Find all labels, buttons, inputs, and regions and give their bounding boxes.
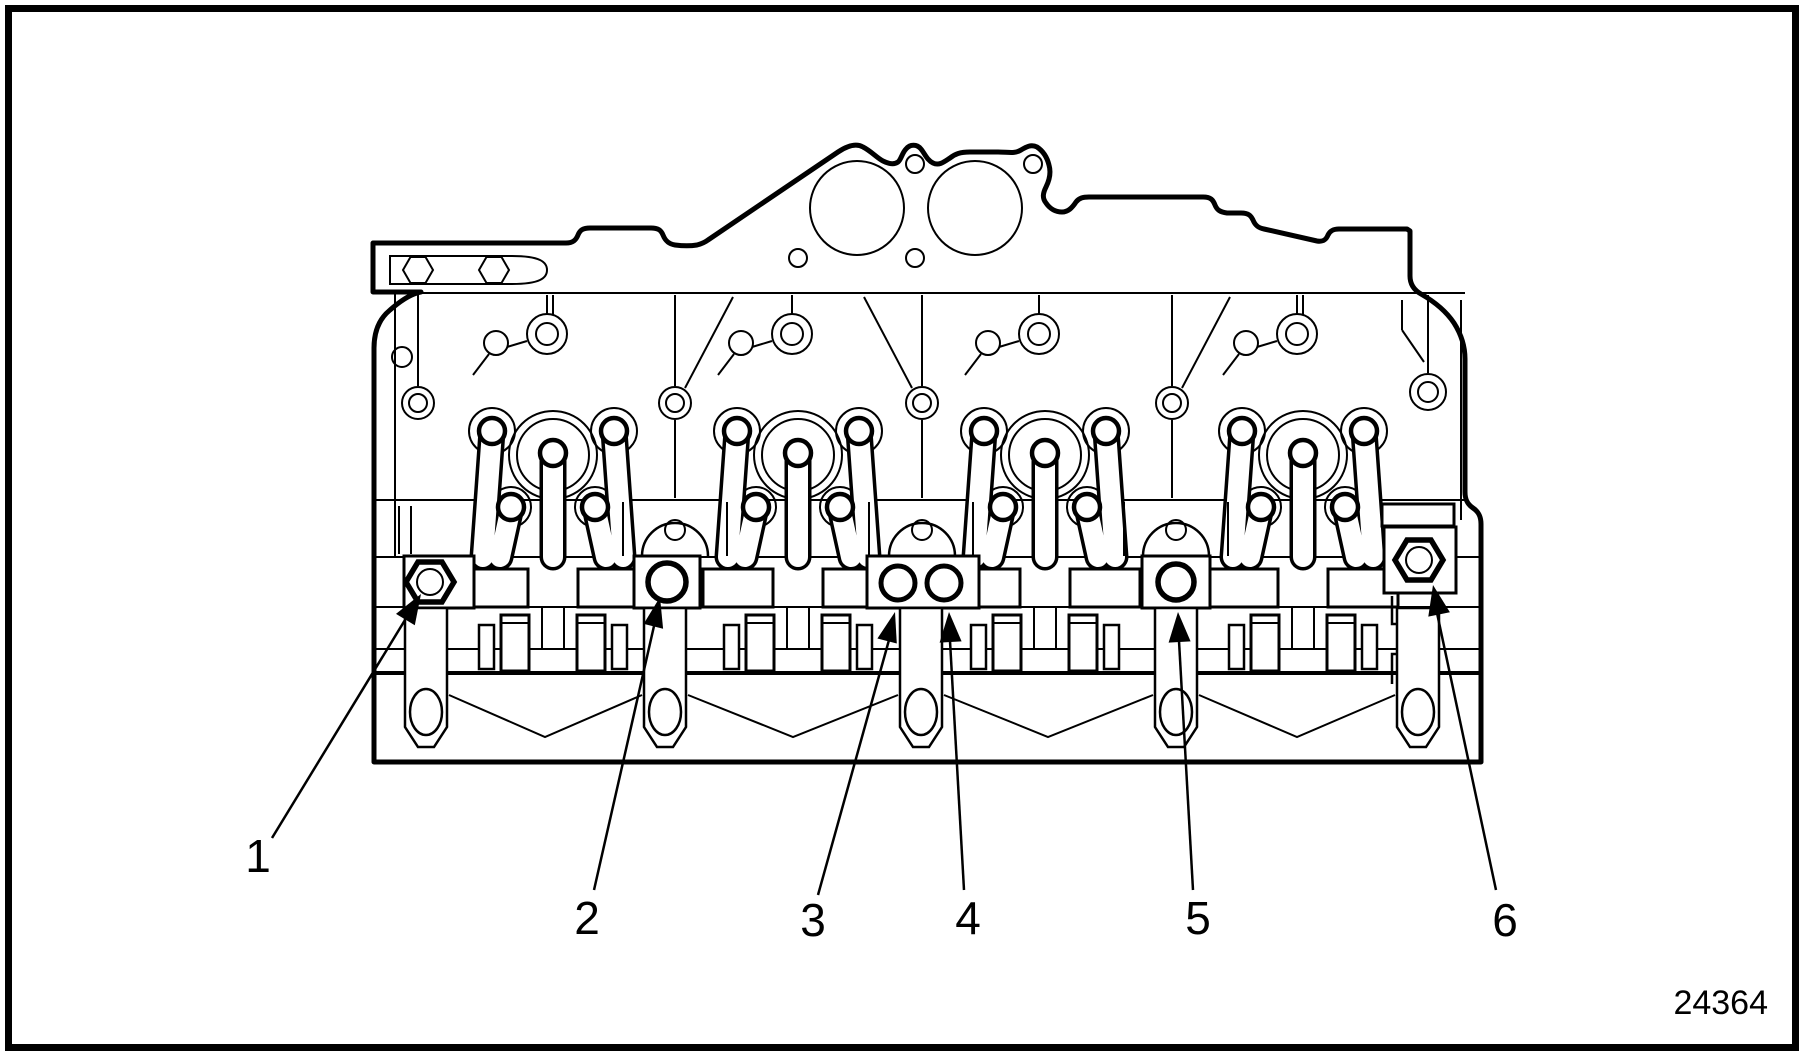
arrowhead-3-icon xyxy=(877,612,897,644)
round-plug-4-icon xyxy=(924,563,964,603)
round-plug-5-icon xyxy=(1155,561,1197,603)
rocker-group-1 xyxy=(458,408,648,671)
figure-border xyxy=(5,5,1799,1051)
arrowhead-1-icon xyxy=(396,594,421,626)
small-hole xyxy=(905,248,925,268)
lifting-bracket xyxy=(389,255,549,285)
small-hole xyxy=(788,248,808,268)
small-hole xyxy=(905,154,925,174)
callout-label-3: 3 xyxy=(800,894,826,946)
bolt-hole-traces xyxy=(401,295,1447,498)
hex-bolt-6-icon xyxy=(1391,537,1447,583)
callout-label-2: 2 xyxy=(574,892,600,944)
callout-arrow-1 xyxy=(270,594,421,839)
callout-labels: 1 2 3 4 5 6 xyxy=(245,830,1518,946)
arrowhead-5-icon xyxy=(1168,612,1191,643)
callout-label-5: 5 xyxy=(1185,892,1211,944)
callout-arrow-4 xyxy=(939,612,966,891)
round-plug-3-icon xyxy=(878,563,918,603)
small-hole xyxy=(391,346,413,368)
round-plug-2-icon xyxy=(645,560,689,604)
small-hole xyxy=(1023,154,1043,174)
callout-arrow-5 xyxy=(1168,612,1195,891)
figure-number: 24364 xyxy=(1673,984,1768,1022)
arrowhead-6-icon xyxy=(1428,585,1450,617)
rocker-group-2 xyxy=(703,408,893,671)
intake-port-circle-left xyxy=(809,160,905,256)
rocker-group-3 xyxy=(950,408,1140,671)
callout-arrows xyxy=(270,585,1498,896)
intake-port-circle-right xyxy=(927,160,1023,256)
callout-label-6: 6 xyxy=(1492,894,1518,946)
top-face-details xyxy=(389,154,1043,368)
callout-arrow-2 xyxy=(592,597,664,891)
callout-label-4: 4 xyxy=(955,892,981,944)
callout-arrow-3 xyxy=(816,612,897,896)
arrowhead-2-icon xyxy=(643,597,664,629)
bracket-hex-bolt-icon xyxy=(477,256,511,284)
pedestals xyxy=(398,502,1229,557)
rocker-group-4 xyxy=(1208,408,1398,671)
callout-arrow-6 xyxy=(1428,585,1498,891)
arrowhead-4-icon xyxy=(939,612,962,643)
engine-outline xyxy=(370,142,1484,765)
callout-label-1: 1 xyxy=(245,830,271,882)
lower-legs xyxy=(403,606,1441,749)
bracket-hex-bolt-icon xyxy=(401,256,435,284)
